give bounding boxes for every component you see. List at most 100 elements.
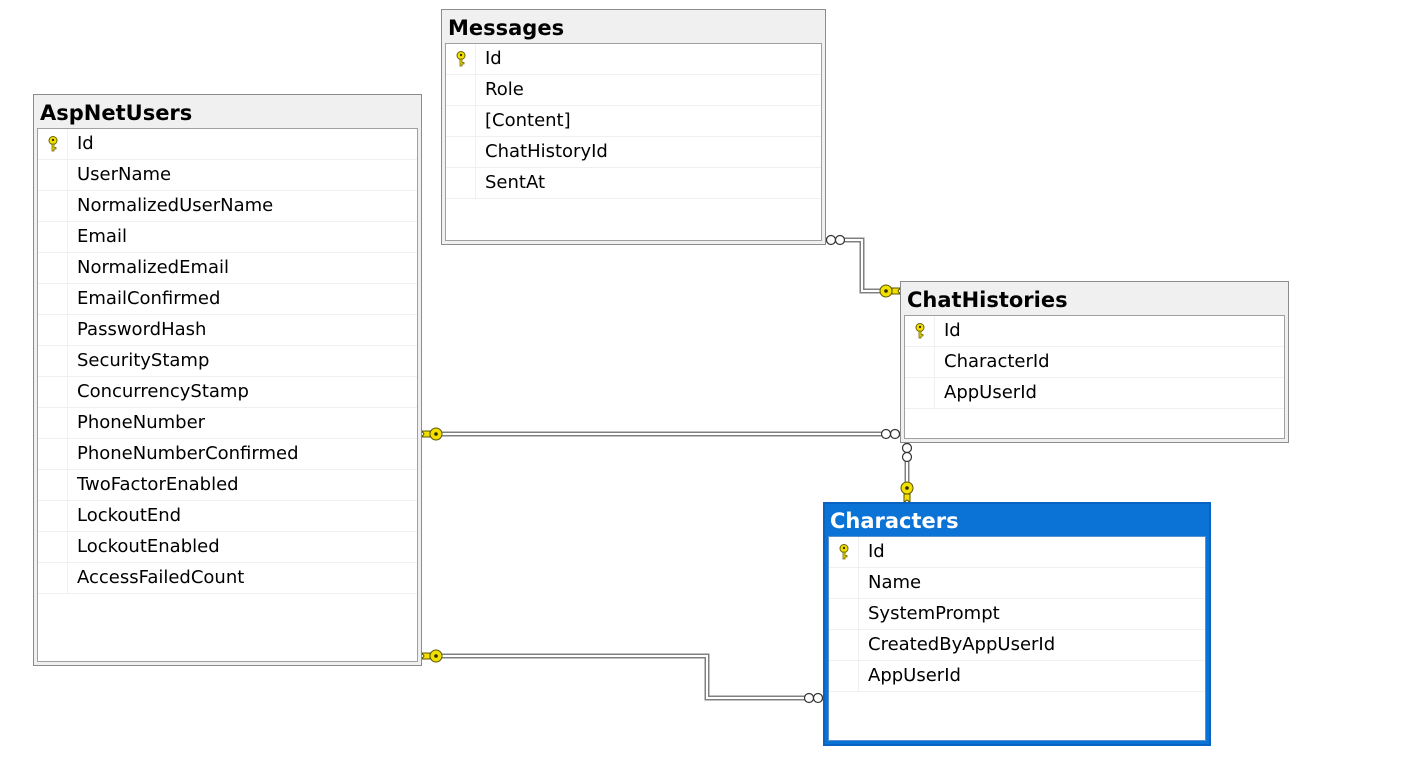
- column-name: ConcurrencyStamp: [77, 381, 249, 402]
- column-name: [Content]: [485, 110, 571, 131]
- many-end-infinity-icon: [825, 234, 846, 246]
- row-gutter: [38, 191, 68, 222]
- column-name: UserName: [77, 164, 172, 185]
- row-gutter: [38, 346, 68, 377]
- column-row[interactable]: CreatedByAppUserId: [829, 630, 1205, 661]
- primary-key-icon: [915, 323, 925, 339]
- primary-key-icon: [456, 51, 466, 67]
- column-row[interactable]: SentAt: [446, 168, 821, 199]
- column-name: LockoutEnabled: [77, 536, 220, 557]
- column-name: TwoFactorEnabled: [77, 474, 239, 495]
- primary-key-icon: [48, 136, 58, 152]
- column-name: Role: [485, 79, 524, 100]
- column-row[interactable]: NormalizedUserName: [38, 191, 417, 222]
- row-gutter: [829, 630, 859, 661]
- column-row[interactable]: Id: [446, 44, 821, 75]
- row-gutter: [829, 599, 859, 630]
- one-end-key-icon: [900, 481, 914, 503]
- column-name: PhoneNumberConfirmed: [77, 443, 299, 464]
- row-gutter: [829, 661, 859, 692]
- column-name: Id: [944, 320, 961, 341]
- column-row[interactable]: Email: [38, 222, 417, 253]
- relationship-line-inner: [422, 655, 823, 699]
- table-title: AspNetUsers: [40, 101, 193, 125]
- row-gutter: [829, 568, 859, 599]
- column-name: NormalizedUserName: [77, 195, 274, 216]
- column-name: Id: [485, 48, 502, 69]
- column-row[interactable]: ConcurrencyStamp: [38, 377, 417, 408]
- one-end-key-icon: [421, 427, 443, 441]
- many-end-infinity-icon: [901, 442, 913, 463]
- column-name: AccessFailedCount: [77, 567, 245, 588]
- row-gutter: [38, 563, 68, 594]
- column-row[interactable]: PasswordHash: [38, 315, 417, 346]
- column-row[interactable]: AccessFailedCount: [38, 563, 417, 594]
- column-row[interactable]: Id: [905, 316, 1284, 347]
- column-row[interactable]: PhoneNumber: [38, 408, 417, 439]
- row-gutter: [38, 532, 68, 563]
- row-gutter: [905, 378, 935, 409]
- column-row[interactable]: Role: [446, 75, 821, 106]
- row-gutter: [38, 470, 68, 501]
- row-gutter: [38, 129, 68, 160]
- row-gutter: [829, 537, 859, 568]
- row-gutter: [446, 106, 476, 137]
- column-row[interactable]: Id: [829, 537, 1205, 568]
- column-row[interactable]: UserName: [38, 160, 417, 191]
- row-gutter: [446, 75, 476, 106]
- column-name: PhoneNumber: [77, 412, 206, 433]
- primary-key-icon: [839, 544, 849, 560]
- column-row[interactable]: CharacterId: [905, 347, 1284, 378]
- table-title: Characters: [830, 509, 959, 533]
- row-gutter: [38, 222, 68, 253]
- column-name: PasswordHash: [77, 319, 207, 340]
- column-name: CharacterId: [944, 351, 1050, 372]
- column-name: EmailConfirmed: [77, 288, 221, 309]
- row-gutter: [38, 315, 68, 346]
- column-row[interactable]: AppUserId: [905, 378, 1284, 409]
- row-gutter: [38, 408, 68, 439]
- one-end-key-icon: [421, 649, 443, 663]
- column-name: Name: [868, 572, 922, 593]
- column-row[interactable]: LockoutEnd: [38, 501, 417, 532]
- one-end-key-icon: [879, 284, 901, 298]
- relationship-line-inner: [826, 239, 900, 292]
- column-row[interactable]: NormalizedEmail: [38, 253, 417, 284]
- row-gutter: [38, 284, 68, 315]
- column-row[interactable]: TwoFactorEnabled: [38, 470, 417, 501]
- row-gutter: [446, 168, 476, 199]
- column-name: SystemPrompt: [868, 603, 1000, 624]
- column-name: ChatHistoryId: [485, 141, 608, 162]
- column-name: SecurityStamp: [77, 350, 210, 371]
- column-row[interactable]: Name: [829, 568, 1205, 599]
- column-name: NormalizedEmail: [77, 257, 230, 278]
- column-row[interactable]: SecurityStamp: [38, 346, 417, 377]
- column-row[interactable]: [Content]: [446, 106, 821, 137]
- row-gutter: [38, 377, 68, 408]
- many-end-infinity-icon: [803, 692, 824, 704]
- row-gutter: [38, 253, 68, 284]
- column-row[interactable]: ChatHistoryId: [446, 137, 821, 168]
- many-end-infinity-icon: [880, 428, 901, 440]
- column-name: Id: [77, 133, 94, 154]
- row-gutter: [38, 160, 68, 191]
- column-row[interactable]: SystemPrompt: [829, 599, 1205, 630]
- row-gutter: [38, 439, 68, 470]
- column-row[interactable]: Id: [38, 129, 417, 160]
- column-row[interactable]: LockoutEnabled: [38, 532, 417, 563]
- column-row[interactable]: AppUserId: [829, 661, 1205, 692]
- column-row[interactable]: PhoneNumberConfirmed: [38, 439, 417, 470]
- column-name: SentAt: [485, 172, 546, 193]
- column-row[interactable]: EmailConfirmed: [38, 284, 417, 315]
- row-gutter: [905, 316, 935, 347]
